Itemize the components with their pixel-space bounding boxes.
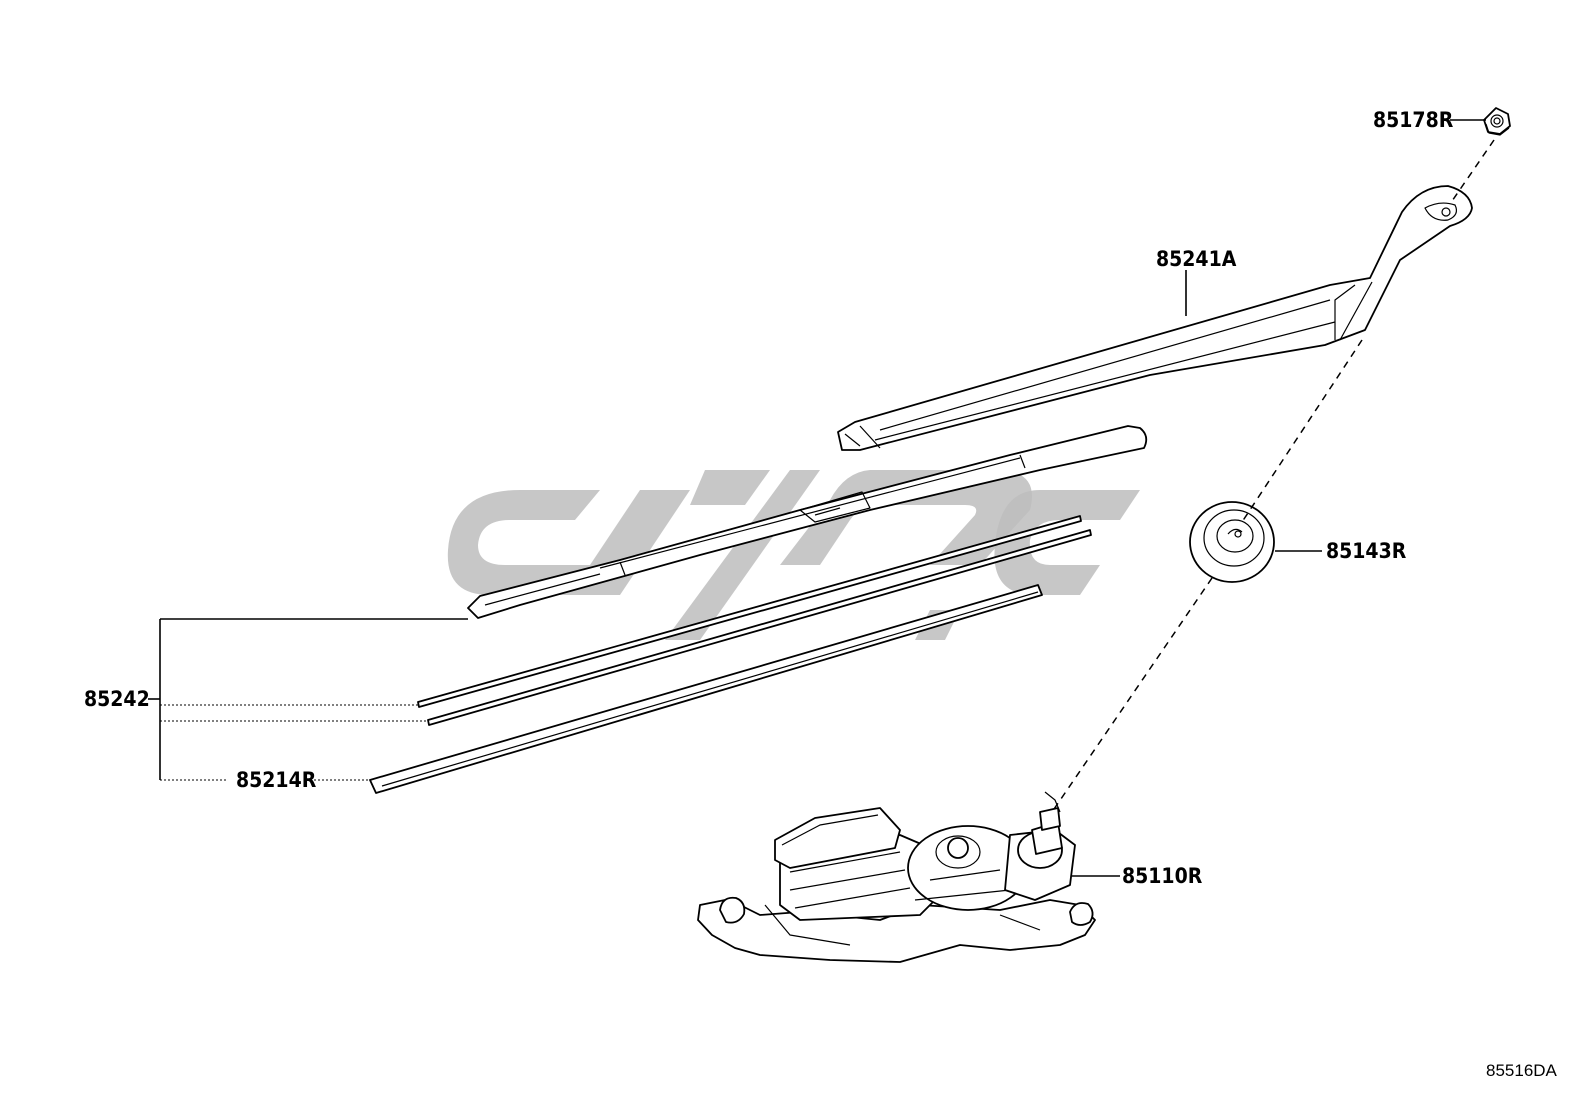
- label-arm: 85241A: [1156, 247, 1237, 271]
- label-motor: 85110R: [1122, 864, 1203, 888]
- cap-part: [1189, 501, 1275, 583]
- label-cap: 85143R: [1326, 539, 1407, 563]
- label-nut: 85178R: [1373, 108, 1454, 132]
- dashed-line-arm-to-cap: [1241, 339, 1363, 523]
- dashed-line-nut-to-arm: [1449, 139, 1495, 205]
- label-blade-assembly: 85242: [84, 687, 150, 711]
- label-rubber-refill: 85214R: [236, 768, 317, 792]
- wiper-blade-part: [467, 425, 1148, 619]
- wiper-arm-part: [837, 185, 1473, 451]
- wiper-motor-part: [697, 791, 1096, 963]
- rubber-refill-part: [369, 515, 1092, 794]
- dashed-line-cap-to-motor: [1051, 577, 1213, 813]
- diagram-code: 85516DA: [1486, 1061, 1558, 1080]
- nut-part: [1483, 107, 1511, 136]
